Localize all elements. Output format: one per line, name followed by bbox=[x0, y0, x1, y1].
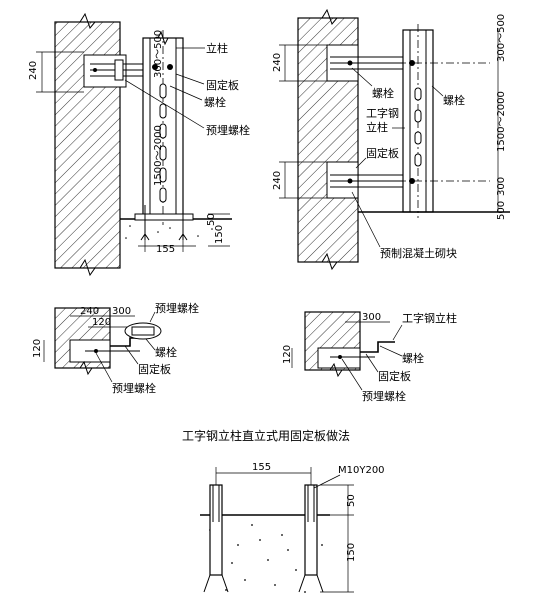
view-c-plan: 240 300 120 120 预埋螺栓 螺栓 固定板 预埋螺栓 bbox=[32, 301, 199, 395]
dim-300-b: 300 bbox=[496, 177, 507, 196]
label-embedded-bolt-c-top: 预埋螺栓 bbox=[155, 301, 199, 315]
dim-50-a: 50 bbox=[206, 213, 217, 226]
label-bolt-spec-e: M10Y200 bbox=[338, 465, 385, 476]
view-a-elevation: 240 bbox=[28, 12, 250, 277]
wall-section-b bbox=[297, 8, 359, 271]
embedded-plate-a bbox=[83, 54, 150, 88]
dims-240-b: 240 240 bbox=[272, 44, 327, 199]
label-bolt-c: 螺栓 bbox=[155, 345, 177, 359]
dim-1500-2000-a: 1500～2000 bbox=[153, 125, 164, 186]
wall-section-a bbox=[54, 12, 121, 277]
dim-300-c: 300 bbox=[112, 306, 131, 317]
label-column-a: 立柱 bbox=[206, 41, 228, 55]
label-fixing-plate-a: 固定板 bbox=[206, 78, 239, 92]
label-embedded-bolt-d: 预埋螺栓 bbox=[362, 389, 406, 403]
labels-a: 立柱 固定板 螺栓 预埋螺栓 bbox=[124, 41, 250, 137]
label-embedded-bolt-a: 预埋螺栓 bbox=[206, 123, 250, 137]
dim-240-b-top: 240 bbox=[272, 53, 283, 72]
dim-240-c: 240 bbox=[80, 306, 99, 317]
dim-300-500-a: 300～500 bbox=[153, 30, 164, 78]
dims-a: 155 300～500 1500～2000 50 150 bbox=[138, 30, 230, 255]
label-bolt-b-2: 螺栓 bbox=[443, 93, 465, 107]
dim-500-b: 500 bbox=[496, 201, 507, 220]
dim-120-c-h: 120 bbox=[92, 317, 111, 328]
dim-155-a: 155 bbox=[156, 244, 175, 255]
dim-120-c-v: 120 bbox=[32, 339, 43, 358]
dim-120-d: 120 bbox=[282, 345, 293, 364]
bolts-b bbox=[330, 56, 413, 188]
i-beam-column-a bbox=[142, 30, 184, 225]
label-bolt-b: 螺栓 bbox=[372, 86, 394, 100]
view-e-bolt-detail: 155 50 150 M10Y200 bbox=[200, 462, 385, 593]
i-beam-column-b bbox=[398, 24, 490, 218]
dim-1500-2000-b: 1500～2000 bbox=[496, 91, 507, 152]
label-precast-block-b: 预制混凝土砌块 bbox=[380, 246, 457, 260]
dim-150-a: 150 bbox=[214, 225, 225, 244]
dim-300-d: 300 bbox=[362, 312, 381, 323]
label-col-b: 立柱 bbox=[366, 120, 388, 134]
dim-150-e: 150 bbox=[346, 543, 357, 562]
label-fixing-plate-b: 固定板 bbox=[366, 146, 399, 160]
dim-240-a: 240 bbox=[28, 51, 84, 93]
dims-right-b: 300～500 1500～2000 300 500 bbox=[496, 14, 507, 220]
label-bolt-a: 螺栓 bbox=[204, 95, 226, 109]
dim-240-a-label: 240 bbox=[28, 61, 39, 80]
anchor-bolt-left-e bbox=[203, 484, 229, 593]
view-d-plan: 300 120 工字钢立柱 螺栓 固定板 预埋螺栓 bbox=[282, 311, 457, 403]
label-embedded-bolt-c-bot: 预埋螺栓 bbox=[112, 381, 156, 395]
bolt-bracket-d bbox=[330, 341, 395, 359]
labels-d: 工字钢立柱 螺栓 固定板 预埋螺栓 bbox=[341, 311, 457, 403]
dim-155-e: 155 bbox=[252, 462, 271, 473]
bolt-bracket-c bbox=[85, 322, 162, 353]
dim-300-500-b: 300～500 bbox=[496, 14, 507, 62]
dim-50-e: 50 bbox=[346, 494, 357, 507]
wall-plan-d bbox=[304, 311, 361, 378]
dims-d: 300 120 bbox=[282, 312, 390, 368]
drawing-title: 工字钢立柱直立式用固定板做法 bbox=[182, 428, 350, 443]
anchor-bolt-right-e bbox=[298, 484, 324, 593]
label-fixing-plate-d: 固定板 bbox=[378, 369, 411, 383]
view-b-elevation: 240 240 bbox=[272, 8, 510, 271]
label-fixing-plate-c: 固定板 bbox=[138, 362, 171, 376]
labels-c: 预埋螺栓 螺栓 固定板 预埋螺栓 bbox=[95, 301, 199, 395]
dim-240-b-bot: 240 bbox=[272, 171, 283, 190]
labels-e: M10Y200 bbox=[313, 465, 385, 489]
label-ibeam-column-d: 工字钢立柱 bbox=[402, 311, 457, 325]
label-ibeam-b: 工字钢 bbox=[366, 106, 399, 120]
ground-base-a bbox=[120, 205, 232, 241]
labels-b: 螺栓 螺栓 工字钢 立柱 固定板 预制混凝土砌块 bbox=[351, 67, 465, 260]
dims-e: 155 50 150 bbox=[215, 462, 357, 593]
dims-c: 240 300 120 120 bbox=[32, 306, 135, 362]
label-bolt-d: 螺栓 bbox=[402, 351, 424, 365]
